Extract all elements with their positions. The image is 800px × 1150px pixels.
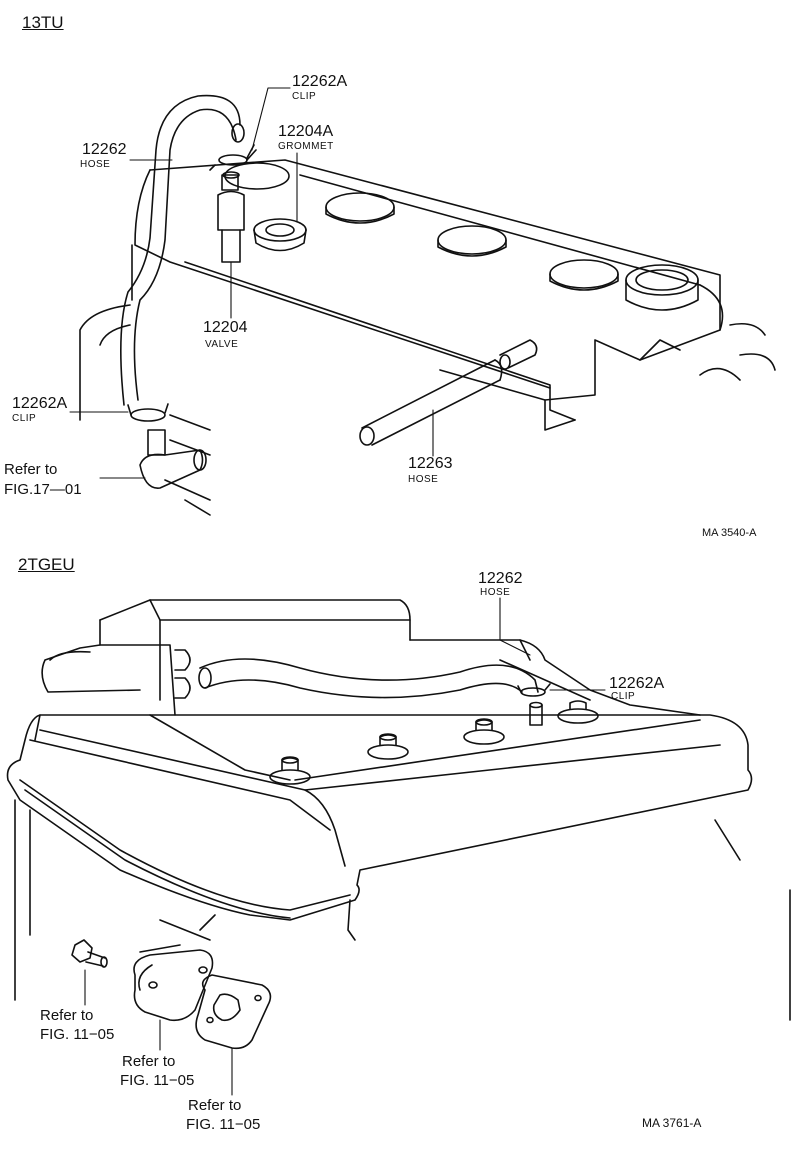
refer-to-line2-bolt: FIG. 11−05: [40, 1026, 115, 1043]
part-number-clip-upper: 12262A: [292, 73, 348, 90]
grommet-12204a: [253, 218, 307, 252]
part-name-valve: VALVE: [205, 339, 239, 350]
part-number-grommet: 12204A: [278, 123, 334, 140]
leader-lines-top: [69, 87, 434, 479]
refer-to-line1-bolt: Refer to: [40, 1007, 94, 1024]
part-name-hose-12262: HOSE: [80, 159, 111, 170]
hose-12263: [359, 339, 538, 446]
part-number-hose-bottom: 12262: [478, 570, 523, 587]
part-number-hose-12262: 12262: [82, 141, 127, 158]
part-number-hose-12263: 12263: [408, 455, 453, 472]
part-name-hose-bottom: HOSE: [480, 587, 511, 598]
diagram-code-top: MA 3540-A: [702, 527, 757, 539]
refer-to-line1-top: Refer to: [4, 461, 58, 478]
stud-bolt: [71, 939, 108, 968]
refer-to-line1-plate: Refer to: [122, 1053, 176, 1070]
part-name-clip-lower: CLIP: [12, 413, 37, 424]
hose-12262-top: [120, 94, 245, 406]
refer-to-line2-gasket: FIG. 11−05: [186, 1116, 261, 1133]
refer-to-line2-top: FIG.17—01: [4, 481, 82, 498]
part-name-hose-12263: HOSE: [408, 474, 439, 485]
clip-12262a-bottom: [517, 683, 551, 697]
section-title-2tgeu: 2TGEU: [18, 555, 75, 574]
refer-to-line2-plate: FIG. 11−05: [120, 1072, 195, 1089]
part-name-clip-upper: CLIP: [292, 91, 317, 102]
pcv-valve-12204: [217, 171, 245, 263]
fuel-pump-gasket: [195, 974, 272, 1050]
elbow-fitting: [139, 429, 207, 489]
clip-12262a-lower: [127, 403, 169, 422]
part-number-clip-lower: 12262A: [12, 395, 68, 412]
spark-plug-caps: [269, 700, 599, 785]
part-name-clip-bottom: CLIP: [611, 691, 636, 702]
section-title-13tu: 13TU: [22, 13, 64, 32]
fuel-pump-plate: [133, 944, 214, 1022]
diagram-code-bottom: MA 3761-A: [642, 1116, 702, 1130]
part-number-clip-bottom: 12262A: [609, 675, 665, 692]
part-name-grommet: GROMMET: [278, 141, 334, 152]
leader-lines-bottom: [84, 597, 606, 1096]
hose-12262-bottom: [198, 658, 543, 726]
refer-to-line1-gasket: Refer to: [188, 1097, 242, 1114]
part-number-valve: 12204: [203, 319, 248, 336]
oil-fill-caps-13tu: [224, 162, 699, 311]
cylinder-head-2tgeu: [6, 599, 791, 1021]
